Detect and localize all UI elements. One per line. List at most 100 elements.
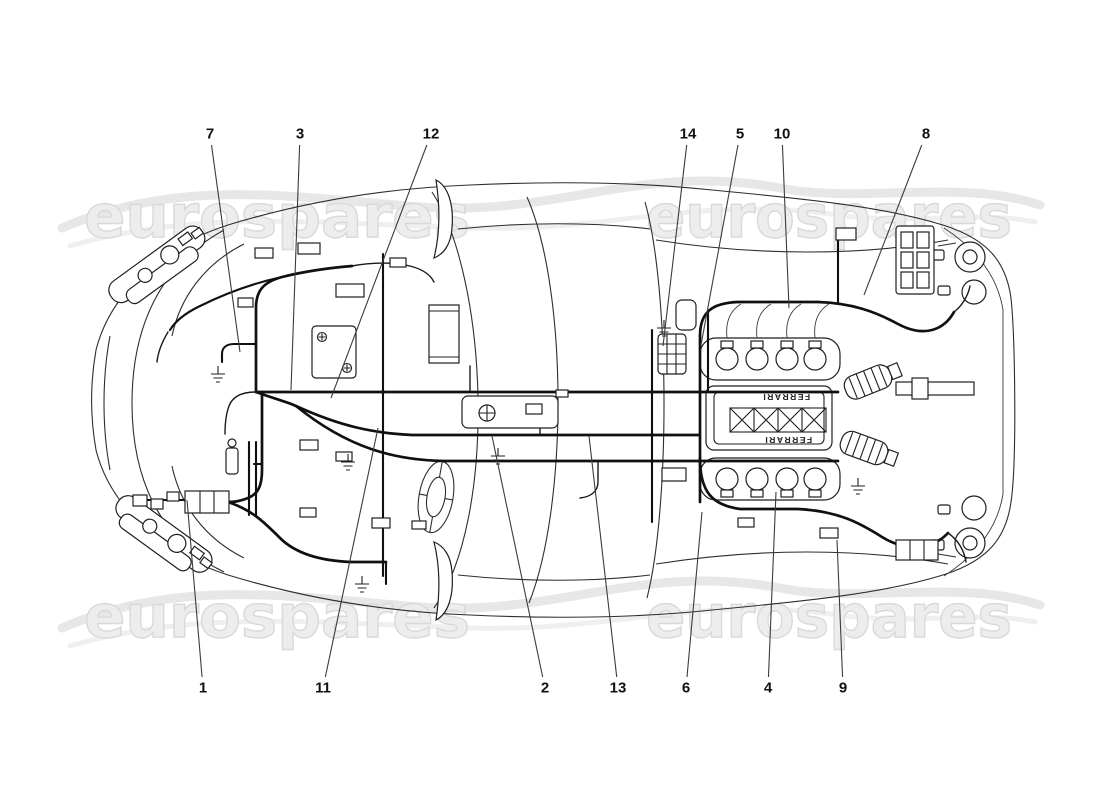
callout-number-9: 9 (839, 680, 847, 697)
watermark-text-1: eurospares (646, 182, 1012, 252)
front-fuse-row (132, 490, 230, 514)
harness-fan-1 (254, 390, 702, 437)
callout-leader-7 (210, 144, 241, 353)
harness-squiggle-1 (351, 262, 435, 283)
connector-box (371, 517, 391, 529)
connector-box (335, 283, 365, 298)
callout-number-6: 6 (682, 680, 690, 697)
rear-window-edge (644, 201, 665, 599)
sensor-spark (225, 438, 239, 475)
door-line-bottom (457, 574, 651, 581)
connector-box (555, 389, 569, 398)
tail-lights-top (929, 241, 987, 305)
nose-inner-arc (103, 335, 111, 471)
watermark-swoosh-bottom (57, 576, 1045, 633)
connector-box (835, 227, 857, 241)
connector-box (299, 439, 319, 451)
harness-squiggle-4 (953, 285, 971, 313)
mirror-pillar-bottom (433, 541, 453, 622)
connector-box (411, 520, 427, 530)
electrical-components (132, 225, 939, 593)
callout-leader-5 (700, 144, 739, 346)
intake-plenum (705, 385, 833, 451)
connector-box (335, 451, 353, 462)
intake-runners (726, 303, 830, 339)
callout-number-3: 3 (296, 126, 304, 143)
harness-sill-run (226, 500, 388, 564)
harness-squiggle-2 (156, 331, 169, 363)
callout-number-14: 14 (680, 126, 697, 143)
callout-number-13: 13 (610, 680, 627, 697)
expansion-canister (675, 299, 697, 331)
callout-number-7: 7 (206, 126, 214, 143)
ecu-box (428, 304, 460, 364)
callout-leader-10 (781, 144, 790, 309)
roof-front-edge (526, 196, 559, 604)
engine-label-0: FERRARI (762, 392, 810, 402)
callout-number-2: 2 (541, 680, 549, 697)
watermark-text-3: eurospares (646, 582, 1012, 652)
harness-front-left-branch (168, 275, 284, 332)
harness-tap-3 (579, 460, 599, 499)
harness-fan-2 (294, 404, 840, 463)
harness-front-small-branch (220, 342, 258, 364)
watermark-swoosh-bottom-2 (67, 606, 1038, 649)
callout-leader-11 (324, 427, 379, 678)
callout-leader-2 (491, 435, 544, 678)
callout-leader-9 (836, 539, 844, 678)
connector-box (389, 257, 407, 268)
injector-coils-top (715, 340, 827, 371)
engine-label-1: FERRARI (764, 435, 812, 445)
connector-box (819, 527, 839, 539)
connector-box (737, 517, 755, 528)
plenum-x-brace (729, 407, 827, 433)
callout-leader-4 (767, 491, 777, 678)
engine-label-group: FERRARI FERRARI (762, 392, 812, 445)
radiator-grid-box (657, 333, 687, 375)
callout-number-11: 11 (315, 680, 331, 697)
harness-rear-top-loop (698, 300, 956, 338)
callout-number-4: 4 (764, 680, 773, 697)
axle-shaft (895, 377, 975, 400)
throttle-hose-bottom (836, 427, 901, 472)
ground-point (850, 477, 866, 495)
callout-number-10: 10 (774, 126, 791, 143)
watermark-layer: eurospares eurospares eurospares eurospares (57, 176, 1045, 653)
callout-leader-12 (330, 144, 428, 399)
rear-control-unit (895, 539, 939, 561)
wiring-harness (143, 238, 971, 586)
ground-point (210, 365, 226, 383)
battery (311, 325, 357, 379)
connector-box (254, 247, 274, 259)
watermark-text-group: eurospares eurospares eurospares eurospares (83, 181, 1012, 652)
throttle-hose-top (840, 357, 905, 403)
front-inner-line-lower (171, 465, 245, 559)
harness-spine-stub (224, 391, 257, 435)
connector-box (661, 467, 687, 482)
callout-number-1: 1 (199, 680, 207, 697)
harness-squiggle-3 (947, 532, 967, 563)
relay-pack-rear (895, 225, 935, 295)
watermark-text-2: eurospares (84, 582, 470, 652)
callout-number-5: 5 (736, 126, 744, 143)
callout-leader-14 (662, 144, 688, 347)
harness-fusebox-branch (247, 440, 264, 517)
callout-number-8: 8 (922, 126, 930, 143)
injector-coils-bottom (715, 467, 827, 498)
watermark-text-0: eurospares (84, 182, 470, 252)
connector-box (297, 242, 321, 255)
callout-leader-3 (290, 144, 301, 391)
watermark-swoosh-top (57, 176, 1045, 233)
body-outer-outline (90, 182, 1016, 618)
connector-box (299, 507, 317, 518)
engine-group (657, 299, 975, 501)
callout-leader-1 (186, 499, 203, 678)
callout-leader-8 (863, 144, 923, 296)
connector-box (237, 297, 254, 308)
callout-leader-13 (588, 435, 618, 678)
callout-leader-6 (686, 511, 703, 678)
callout-number-12: 12 (423, 126, 440, 143)
